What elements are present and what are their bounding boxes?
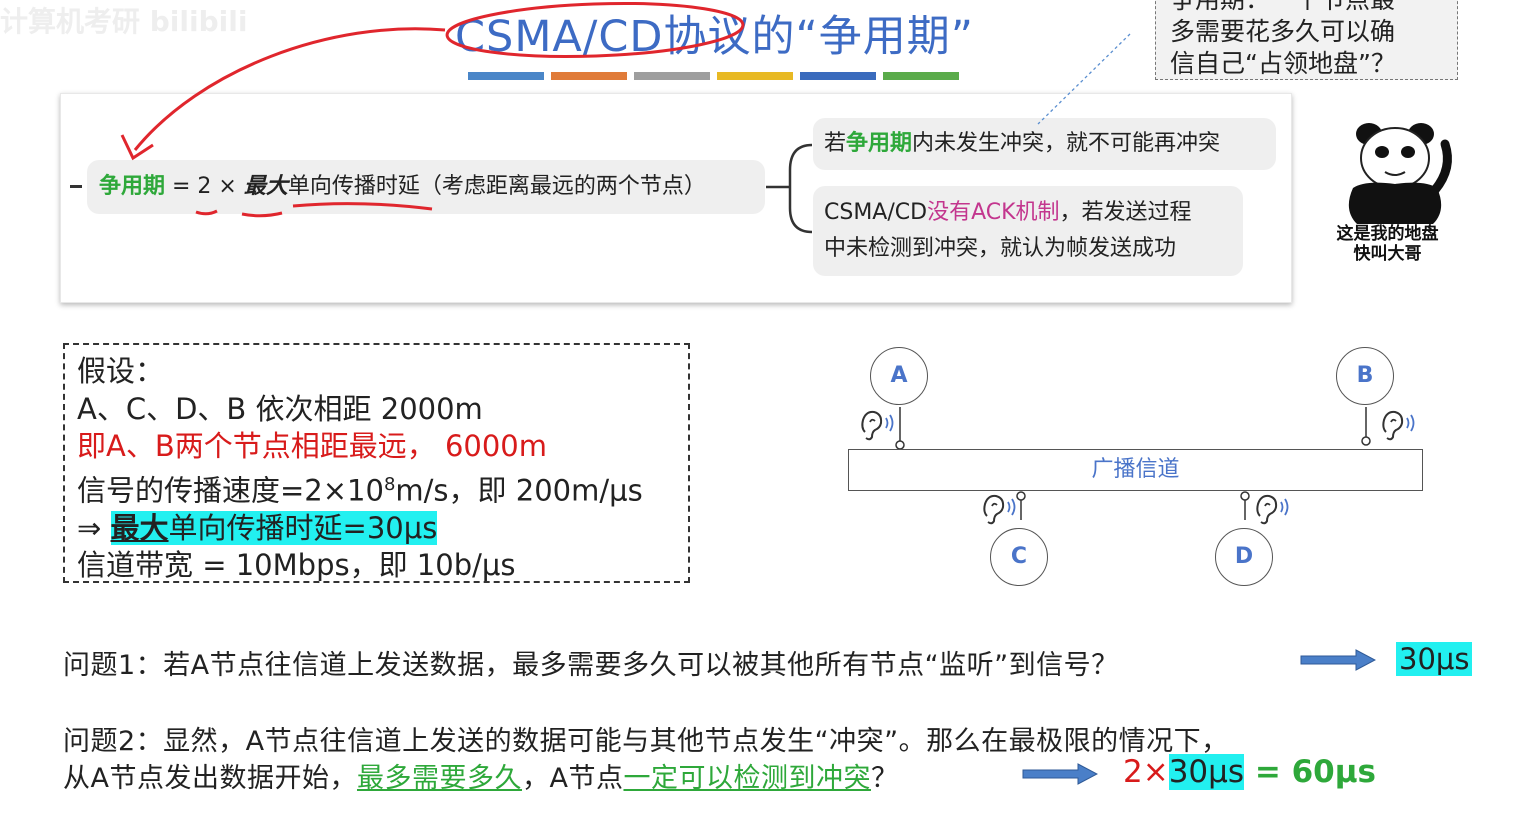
assumptions-heading: 假设： — [77, 354, 165, 388]
term-contention-period: 争用期 — [99, 174, 166, 199]
node-c: C — [990, 528, 1048, 586]
q2-pre: 从A节点发出数据开始， — [63, 763, 357, 794]
assumption-distance: A、C、D、B 依次相距 2000m — [77, 391, 483, 426]
ear-icon-c — [983, 494, 1016, 525]
mindmap-root: 争用期 = 2 × 最大单向传播时延（考虑距离最远的两个节点） — [87, 160, 765, 214]
speed-post: m/s，即 200m/μs — [395, 473, 643, 508]
delay-max: 最大 — [110, 510, 169, 545]
assumption-max-distance: 即A、B两个节点相距最远， 6000m — [77, 429, 548, 463]
branch1-term: 争用期 — [846, 131, 913, 156]
assumption-delay: ⇒ 最大单向传播时延=30μs — [77, 510, 688, 548]
watermark: 计算机考研 bilibili — [0, 5, 248, 38]
diagram-connectors — [895, 407, 1371, 520]
title-bar-6 — [883, 72, 959, 80]
branch1-pre: 若 — [824, 131, 847, 156]
branch2-highlight: 没有ACK机制 — [927, 200, 1060, 225]
root-rest: 单向传播时延（考虑距离最远的两个节点） — [287, 174, 706, 199]
branch2-post: ，若发送过程 — [1059, 200, 1192, 225]
broadcast-channel: 广播信道 — [848, 449, 1423, 491]
underline-mark-2 — [241, 211, 283, 218]
delay-rest: 单向传播时延=30μs — [168, 510, 438, 545]
underline-mark-1 — [195, 209, 218, 216]
callout-box: 争用期：一个节点最 多需要花多久可以确 信自己“占领地盘”？ — [1155, 0, 1458, 80]
root-max: 最大 — [243, 174, 288, 199]
right-arrow-icon-2 — [1022, 763, 1098, 785]
answer-2-result: = 60μs — [1244, 754, 1376, 790]
callout-line-1: 争用期：一个节点最 — [1170, 0, 1447, 16]
delay-arrow: ⇒ — [77, 510, 111, 545]
answer-2-highlight: 30μs — [1168, 754, 1245, 790]
mindmap-branch-1: 若争用期内未发生冲突，就不可能再冲突 — [813, 118, 1276, 170]
ear-icon-a — [861, 410, 894, 441]
answer-2-pre: 2× — [1123, 754, 1169, 790]
answer-2: 2×30μs = 60μs — [1123, 754, 1376, 790]
branch2-pre: CSMA/CD — [824, 200, 928, 225]
q2-end: ？ — [870, 763, 899, 794]
root-equation: = 2 × — [165, 174, 244, 199]
callout-line-3: 信自己“占领地盘”？ — [1170, 49, 1396, 78]
slide-title: CSMA/CD协议的“争用期” — [455, 12, 975, 62]
meme-caption-line-1: 这是我的地盘 — [1336, 224, 1439, 244]
title-bar-5 — [800, 72, 876, 80]
mindmap-connectors — [766, 143, 813, 234]
question-1: 问题1：若A节点往信道上发送数据，最多需要多久可以被其他所有节点“监听”到信号？ — [63, 650, 1119, 681]
underline-mark-3 — [292, 202, 433, 211]
answer-1: 30μs — [1396, 642, 1473, 676]
q2-underline-1: 最多需要多久 — [356, 763, 522, 794]
title-bar-4 — [717, 72, 793, 80]
q2-underline-2: 一定可以检测到冲突 — [623, 763, 871, 794]
root-connector — [70, 185, 82, 188]
question-2-line-1: 问题2：显然，A节点往信道上发送的数据可能与其他节点发生“冲突”。那么在最极限的… — [63, 726, 1229, 757]
red-annotations — [120, 2, 745, 218]
mindmap-branch-2: CSMA/CD没有ACK机制，若发送过程 中未检测到冲突，就认为帧发送成功 — [813, 186, 1243, 276]
meme-caption: 这是我的地盘 快叫大哥 — [1310, 224, 1465, 264]
red-arrow-head — [120, 134, 154, 161]
assumption-bandwidth: 信道带宽 = 10Mbps，即 10b/μs — [77, 548, 516, 583]
q2-mid: ，A节点 — [521, 763, 624, 794]
ear-icon-b — [1382, 410, 1415, 441]
assumption-speed: 信号的传播速度=2×108m/s，即 200m/μs — [77, 466, 688, 510]
node-d: D — [1215, 528, 1273, 586]
speed-exponent: 8 — [383, 473, 396, 495]
ear-icon-d — [1256, 494, 1289, 525]
node-a: A — [870, 347, 928, 405]
panda-meme-icon — [1348, 123, 1452, 224]
title-circle-mark — [445, 2, 745, 58]
question-2-line-2: 从A节点发出数据开始，最多需要多久，A节点一定可以检测到冲突？ — [63, 756, 898, 795]
meme-caption-line-2: 快叫大哥 — [1353, 244, 1422, 264]
title-bar-2 — [551, 72, 627, 80]
red-arrow-curve — [133, 27, 446, 151]
branch1-post: 内未发生冲突，就不可能再冲突 — [912, 131, 1221, 156]
title-bar-1 — [468, 72, 544, 80]
node-b: B — [1336, 347, 1394, 405]
right-arrow-icon-1 — [1300, 649, 1376, 671]
branch2-line2: 中未检测到冲突，就认为帧发送成功 — [824, 236, 1177, 261]
connector-bracket — [788, 143, 813, 234]
callout-line-2: 多需要花多久可以确 — [1170, 17, 1396, 46]
assumptions-box: 假设： A、C、D、B 依次相距 2000m 即A、B两个节点相距最远， 600… — [63, 343, 690, 583]
title-bar-3 — [634, 72, 710, 80]
speed-pre: 信号的传播速度=2×10 — [77, 473, 384, 508]
